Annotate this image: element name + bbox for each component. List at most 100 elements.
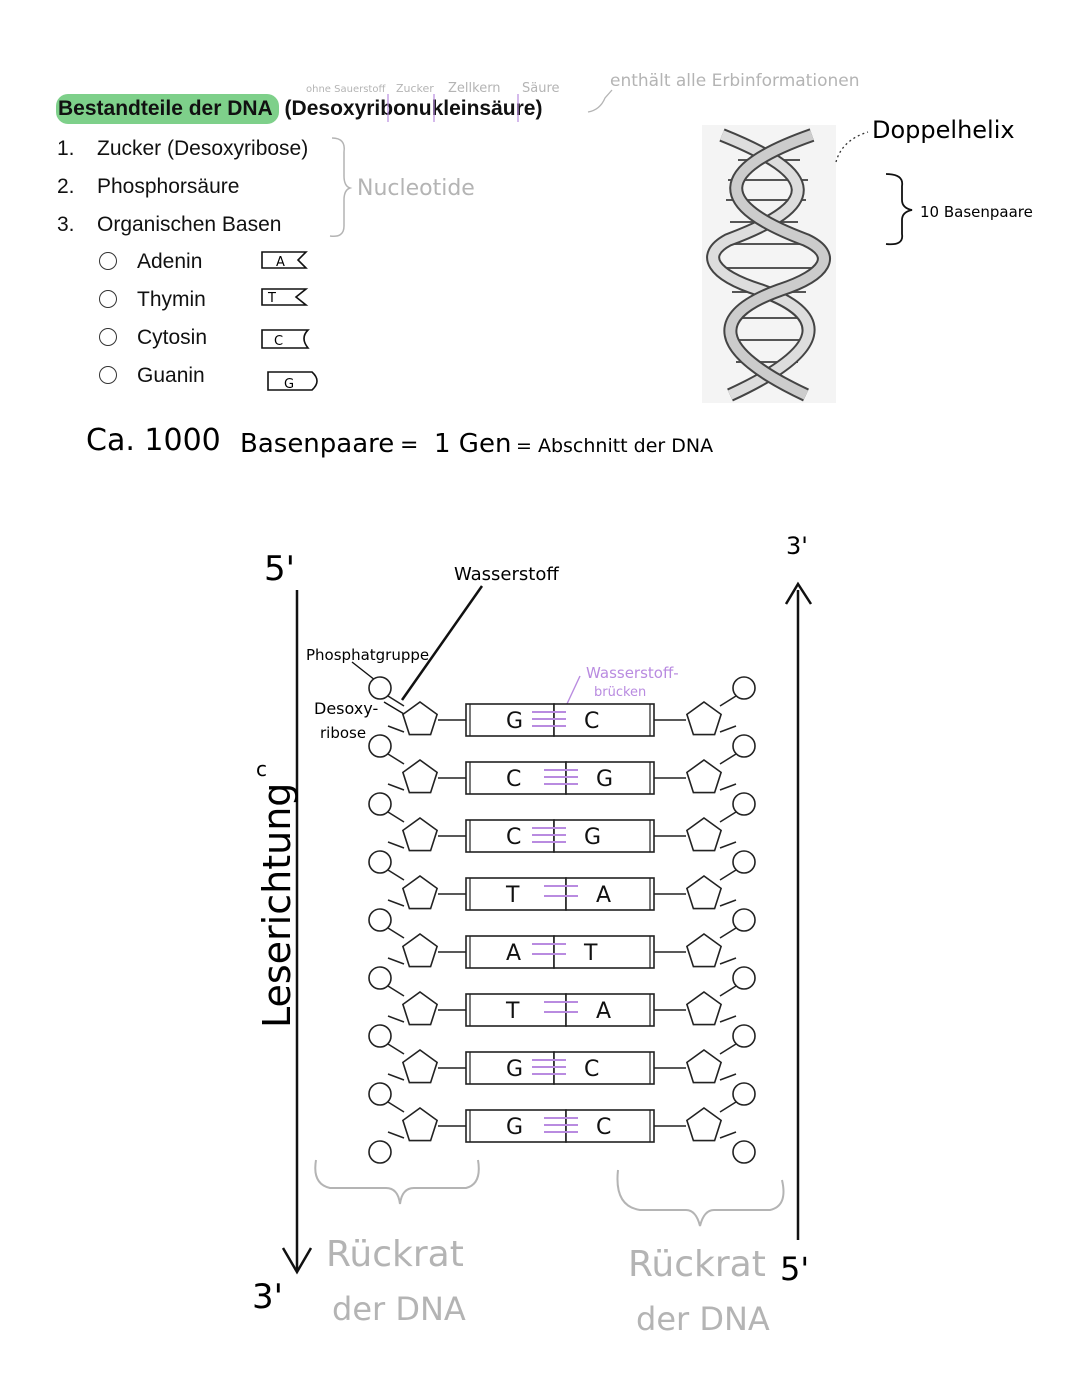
gene-equals: = [400,433,418,458]
basenpaare-label: 10 Basenpaare [920,203,1033,221]
bond-right-upper [719,869,737,881]
base-letter-left: T [505,883,520,908]
sugar-left [401,875,439,910]
bruecken-pointer [565,675,581,707]
heading-divider-ticks [387,94,519,122]
bond-right-upper [719,1043,737,1055]
base-letter-left: G [506,1057,523,1082]
base-box-right [553,819,655,853]
list-item-zucker: 1.Zucker (Desoxyribose) [57,136,308,162]
desoxyribose-label-2: ribose [320,724,366,742]
phosphate-right [732,966,756,990]
heading-rest: (Desoxyribonukleinsäure) [278,97,543,120]
base-letter-left: G [506,1115,523,1140]
annotation-erbinformation: enthält alle Erbinformationen [610,71,860,91]
phosphate-right [732,676,756,700]
base-box-right [565,993,655,1027]
phosphate-left [368,1082,392,1106]
bond-left-lower [387,725,405,733]
base-letter-left: A [506,941,521,966]
phosphate-right [732,1140,756,1164]
right-three-prime: 3' [786,532,808,560]
list-number: 3. [57,213,75,236]
base-label-guanin: Guanin [137,364,205,387]
base-box-left [465,877,567,911]
bond-left-upper [387,985,405,997]
rueckgrat-right-2: der DNA [636,1300,770,1338]
phosphate-right [732,850,756,874]
base-letter-right: C [584,1057,599,1082]
base-label-cytosin: Cytosin [137,326,208,349]
phosphate-left [368,792,392,816]
gene-gen: 1 Gen [434,429,511,459]
heading-highlight: Bestandteile der DNA [56,94,279,124]
sugar-right [685,933,723,968]
sugar-left [401,759,439,794]
guanin-symbol: G [284,377,294,392]
bond-left-upper [387,927,405,939]
base-box-right [553,1051,655,1085]
bond-right-upper [719,1101,737,1113]
radio-adenin [99,252,117,270]
phosphate-right [732,908,756,932]
bond-left-lower [387,783,405,791]
doppelhelix-connector [835,131,869,163]
base-letter-left: C [506,767,521,792]
list-label: Zucker (Desoxyribose) [97,137,309,160]
bond-right-lower [719,725,737,733]
annotation-ohne-sauerstoff: ohne Sauerstoff [306,84,386,95]
bond-left-upper [387,753,405,765]
bond-right-lower [719,1015,737,1023]
list-number: 2. [57,175,75,198]
sugar-left [401,701,439,736]
bond-left-lower [387,841,405,849]
annotation-zellkern: Zellkern [448,81,501,96]
gene-definition: = Abschnitt der DNA [516,435,713,457]
phosphate-left [368,676,392,700]
sugar-right [685,759,723,794]
annotation-zucker: Zucker [396,82,434,95]
base-letter-right: C [596,1115,611,1140]
left-five-prime: 5' [264,549,295,589]
bond-right-lower [719,1131,737,1139]
bond-right-upper [719,985,737,997]
list-label: Phosphorsäure [97,175,240,198]
rueckgrat-left-2: der DNA [332,1290,466,1328]
list-item-phosphorsaeure: 2. Phosphorsäure [57,174,239,200]
cytosin-symbol: C [274,334,283,349]
dna-ladder-diagram: 5' 3' 3' 5' Wasserstoff Phosphatgruppe D… [252,532,813,1338]
phosphate-left [368,734,392,758]
right-five-prime: 5' [780,1250,809,1288]
base-letter-right: G [596,767,613,792]
bruecken-label-1: Wasserstoff- [586,664,679,682]
bond-right-lower [719,783,737,791]
backbone-right [654,676,756,1164]
base-label-thymin: Thymin [137,288,206,311]
bond-right-upper [719,753,737,765]
wasserstoff-label: Wasserstoff [454,564,559,585]
desoxyribose-label-1: Desoxy- [314,699,378,718]
base-box-left [465,993,567,1027]
list-item-basen: 3. Organischen Basen [57,212,281,238]
sugar-right [685,1049,723,1084]
base-label-adenin: Adenin [137,250,203,273]
base-letter-right: A [596,883,611,908]
phosphate-left [368,1024,392,1048]
phosphate-right [732,1082,756,1106]
cytosin-symbol-shape [261,329,310,349]
bond-right-lower [719,1073,737,1081]
bond-left-upper [387,1043,405,1055]
radio-cytosin [99,328,117,346]
bond-right-upper [719,695,737,707]
c-note: c [256,757,267,781]
double-helix-image [702,125,836,403]
sugar-right [685,875,723,910]
bond-left-upper [387,1101,405,1113]
radio-guanin [99,366,117,384]
phosphatgruppe-label: Phosphatgruppe [306,646,429,664]
phosphate-left [368,850,392,874]
gene-count: Ca. 1000 [86,423,221,458]
bond-left-lower [387,957,405,965]
doppelhelix-label: Doppelhelix [872,116,1015,144]
list-label: Organischen Basen [97,213,282,236]
